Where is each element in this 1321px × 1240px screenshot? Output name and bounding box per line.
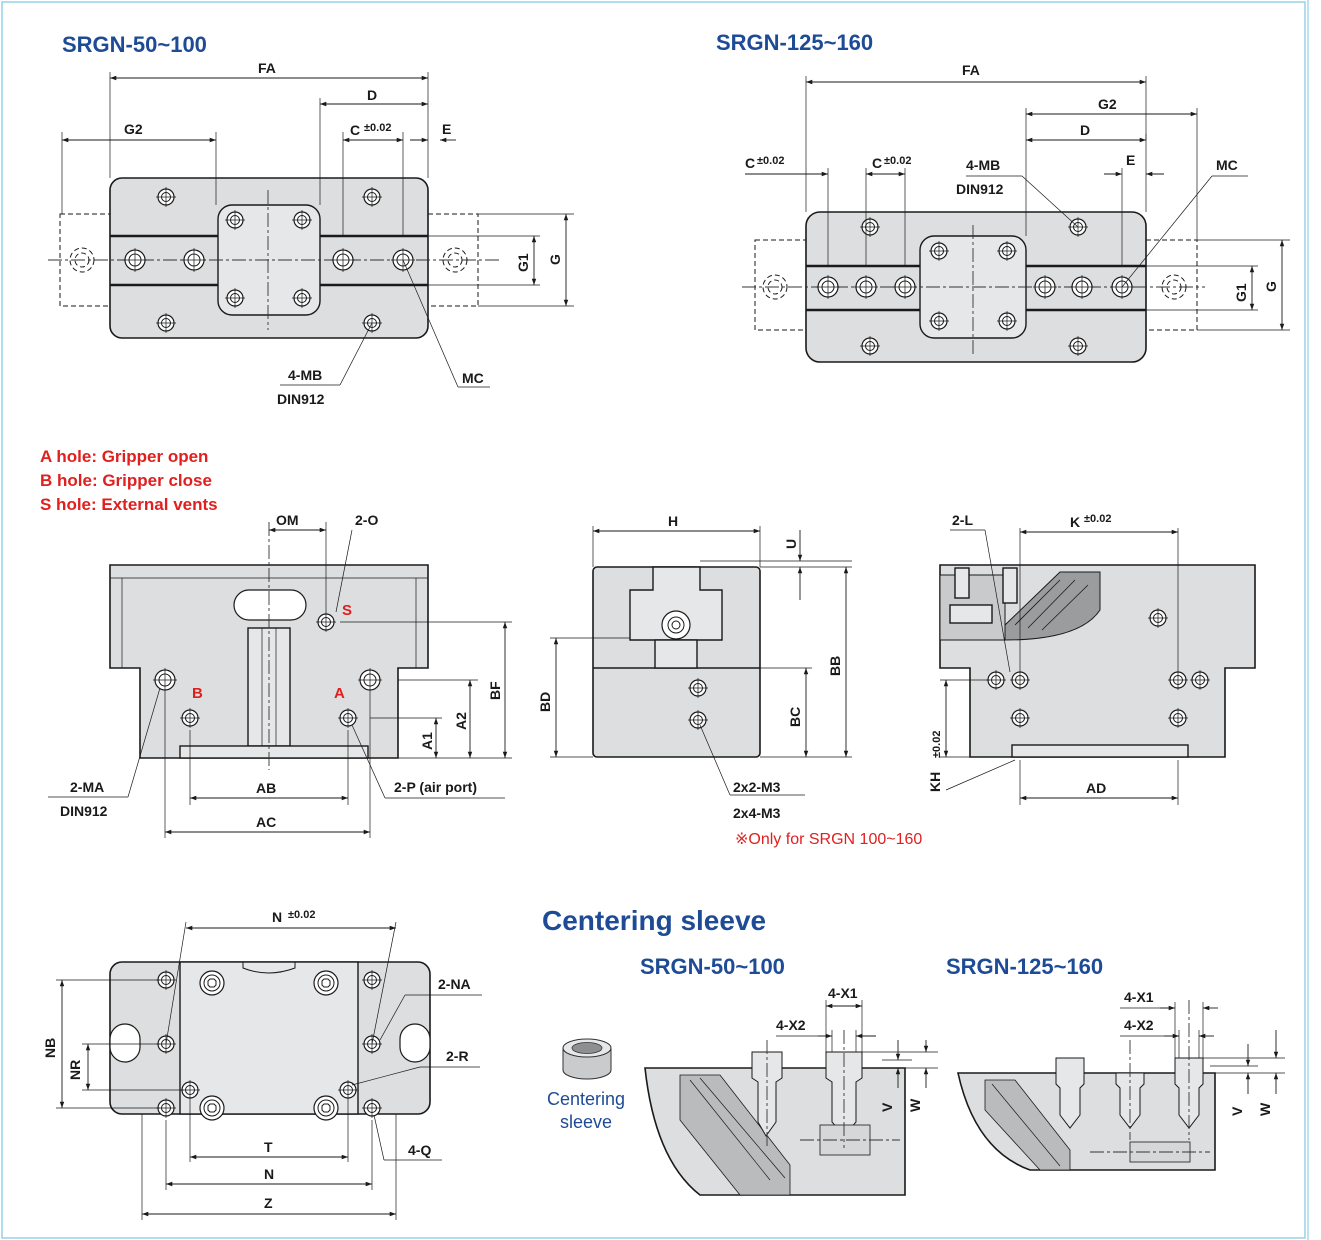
legend-b: B hole: Gripper close <box>40 471 212 490</box>
svg-text:4-X2: 4-X2 <box>776 1017 806 1033</box>
svg-text:T: T <box>264 1139 273 1155</box>
svg-text:2-R: 2-R <box>446 1048 469 1064</box>
svg-text:H: H <box>668 513 678 529</box>
centering-sleeve-section: Centering sleeve SRGN-50~100 SRGN-125~16… <box>542 905 1285 1196</box>
svg-text:2x4-M3: 2x4-M3 <box>733 805 781 821</box>
svg-text:FA: FA <box>258 60 276 76</box>
legend-a: A hole: Gripper open <box>40 447 208 466</box>
svg-text:OM: OM <box>276 512 299 528</box>
svg-text:MC: MC <box>462 370 484 386</box>
svg-text:U: U <box>783 539 799 549</box>
svg-text:W: W <box>1257 1102 1273 1116</box>
front-view: S B A OM 2-O A1 A2 BF AB AC 2-MA DIN912 … <box>48 512 512 838</box>
svg-text:G: G <box>1263 281 1279 292</box>
svg-text:4-X1: 4-X1 <box>1124 989 1154 1005</box>
svg-text:±0.02: ±0.02 <box>288 909 315 921</box>
top-left-view: SRGN-50~100 FA D C ±0.02 <box>48 32 574 407</box>
svg-text:AD: AD <box>1086 780 1106 796</box>
section-view: K ±0.02 2-L KH ±0.02 AD <box>927 512 1256 805</box>
svg-text:DIN912: DIN912 <box>60 803 108 819</box>
svg-text:FA: FA <box>962 62 980 78</box>
svg-text:E: E <box>442 121 451 137</box>
svg-text:E: E <box>1126 152 1135 168</box>
svg-text:2-MA: 2-MA <box>70 779 104 795</box>
svg-text:2-P (air port): 2-P (air port) <box>394 779 477 795</box>
svg-text:C: C <box>872 155 882 171</box>
svg-text:Z: Z <box>264 1195 273 1211</box>
svg-text:SRGN-125~160: SRGN-125~160 <box>946 954 1103 979</box>
svg-text:2x2-M3: 2x2-M3 <box>733 779 781 795</box>
top-right-view: SRGN-125~160 FA G2 D <box>716 30 1290 363</box>
port-legend: A hole: Gripper open B hole: Gripper clo… <box>40 447 218 514</box>
svg-text:MC: MC <box>1216 157 1238 173</box>
svg-text:G: G <box>547 254 563 265</box>
svg-text:G2: G2 <box>124 121 143 137</box>
svg-text:A: A <box>334 685 345 702</box>
legend-s: S hole: External vents <box>40 495 218 514</box>
svg-text:C: C <box>745 155 755 171</box>
svg-text:NB: NB <box>42 1038 58 1058</box>
svg-text:2-O: 2-O <box>355 512 378 528</box>
svg-text:A1: A1 <box>419 732 435 750</box>
svg-text:BC: BC <box>787 707 803 727</box>
side-view: H U BB BC BD 2x2-M3 2x4-M3 ※Only for SRG… <box>537 513 922 848</box>
svg-text:4-X2: 4-X2 <box>1124 1017 1154 1033</box>
svg-text:4-Q: 4-Q <box>408 1142 431 1158</box>
sleeve-section-left: 4-X1 4-X2 V W <box>644 985 938 1196</box>
note-srgn: ※Only for SRGN 100~160 <box>735 831 922 848</box>
title-top-right: SRGN-125~160 <box>716 30 873 55</box>
svg-text:±0.02: ±0.02 <box>931 731 943 758</box>
svg-text:DIN912: DIN912 <box>277 391 325 407</box>
svg-text:N: N <box>272 909 282 925</box>
svg-text:N: N <box>264 1166 274 1182</box>
svg-text:DIN912: DIN912 <box>956 181 1004 197</box>
sleeve-section-right: 4-X1 4-X2 V W <box>957 989 1285 1171</box>
svg-text:±0.02: ±0.02 <box>757 155 784 167</box>
svg-text:V: V <box>1229 1106 1245 1116</box>
svg-text:V: V <box>879 1102 895 1112</box>
svg-text:±0.02: ±0.02 <box>364 122 391 134</box>
svg-text:S: S <box>342 602 352 619</box>
svg-text:K: K <box>1070 514 1080 530</box>
svg-text:G1: G1 <box>515 253 531 272</box>
svg-text:AC: AC <box>256 814 276 830</box>
svg-text:4-MB: 4-MB <box>966 157 1000 173</box>
svg-text:A2: A2 <box>453 712 469 730</box>
svg-text:BD: BD <box>537 692 553 712</box>
svg-text:NR: NR <box>67 1060 83 1080</box>
svg-text:SRGN-50~100: SRGN-50~100 <box>640 954 785 979</box>
svg-text:AB: AB <box>256 780 276 796</box>
svg-text:±0.02: ±0.02 <box>1084 513 1111 525</box>
svg-text:Centering: Centering <box>547 1089 625 1109</box>
svg-text:BB: BB <box>827 656 843 676</box>
svg-text:W: W <box>907 1098 923 1112</box>
svg-text:2-L: 2-L <box>952 512 973 528</box>
svg-text:G1: G1 <box>1233 283 1249 302</box>
svg-text:BF: BF <box>487 681 503 700</box>
svg-text:G2: G2 <box>1098 96 1117 112</box>
centering-title: Centering sleeve <box>542 905 766 936</box>
bottom-view: N ±0.02 NB NR 2-NA 2-R 4-Q T N Z <box>42 909 482 1220</box>
svg-text:2-NA: 2-NA <box>438 976 471 992</box>
svg-text:D: D <box>1080 122 1090 138</box>
title-top-left: SRGN-50~100 <box>62 32 207 57</box>
svg-text:KH: KH <box>927 772 943 792</box>
svg-text:sleeve: sleeve <box>560 1112 612 1132</box>
svg-text:±0.02: ±0.02 <box>884 155 911 167</box>
svg-text:4-X1: 4-X1 <box>828 985 858 1001</box>
svg-text:D: D <box>367 87 377 103</box>
svg-text:C: C <box>350 122 360 138</box>
sleeve-icon <box>562 1038 612 1080</box>
svg-text:4-MB: 4-MB <box>288 367 322 383</box>
svg-text:B: B <box>192 685 203 702</box>
